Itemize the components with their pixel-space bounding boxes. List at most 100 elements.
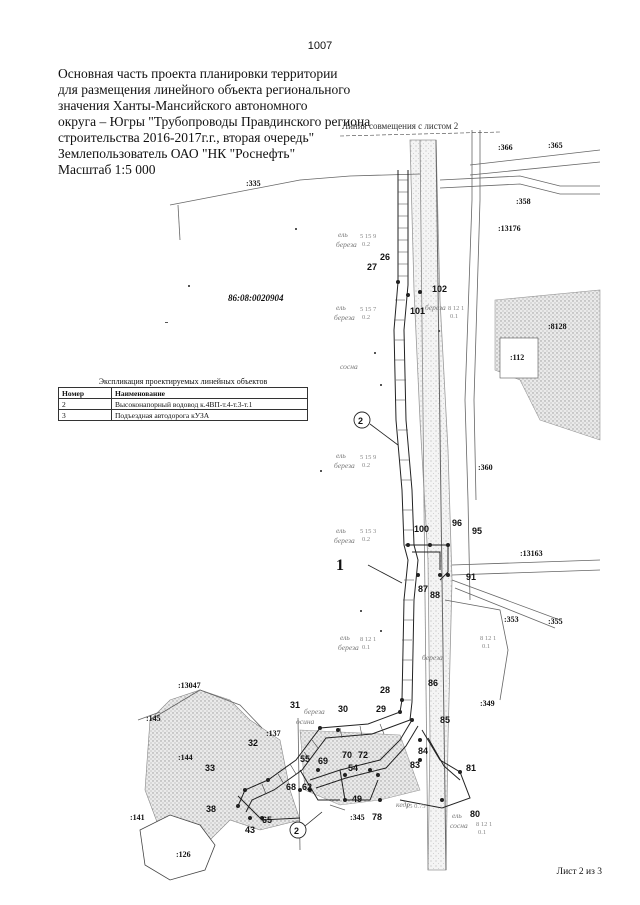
svg-text:0.2: 0.2 bbox=[362, 241, 370, 248]
page-number: 1007 bbox=[307, 40, 333, 52]
forest-label: ель bbox=[340, 633, 350, 642]
forest-label: береза bbox=[334, 461, 355, 470]
forest-label: береза bbox=[336, 240, 357, 249]
svg-text:0.1: 0.1 bbox=[450, 313, 458, 320]
forest-label: береза bbox=[334, 313, 355, 322]
pipeline-route bbox=[237, 170, 471, 821]
scatter-marks bbox=[165, 228, 440, 632]
route-number-label: 1 bbox=[336, 557, 344, 574]
parcel-label: :13176 bbox=[498, 224, 521, 233]
svg-text:0.2: 0.2 bbox=[362, 462, 370, 469]
forest-label: береза bbox=[338, 643, 359, 652]
svg-text:0.1: 0.1 bbox=[478, 829, 486, 836]
point-label: 95 bbox=[472, 526, 482, 536]
forest-label: ель bbox=[336, 526, 346, 535]
parcel-label: :144 bbox=[178, 753, 193, 762]
forest-label: ель bbox=[336, 303, 346, 312]
parcel-label: :137 bbox=[266, 729, 281, 738]
point-labels: 26 27 101 102 100 96 95 87 88 91 86 28 2… bbox=[205, 252, 482, 835]
sheet-label: Лист 2 из 3 bbox=[556, 867, 602, 877]
forest-label: ель bbox=[336, 451, 346, 460]
parcel-label: :365 bbox=[548, 141, 563, 150]
corridor-edge bbox=[419, 139, 429, 871]
point-label: 49 bbox=[352, 794, 362, 804]
legend-cell: Подъездная автодорога кУЗА bbox=[111, 409, 308, 421]
legend-table: Номер Наименование 2 Высоконапорный водо… bbox=[58, 387, 308, 421]
point-label: 30 bbox=[338, 704, 348, 714]
point-label: 101 bbox=[410, 306, 425, 316]
title-line: округа – Югры "Трубопроводы Правдинского… bbox=[58, 114, 371, 129]
forest-label: береза bbox=[334, 536, 355, 545]
point-label: 31 bbox=[290, 700, 300, 710]
forest-fractions: 5 15 90.2 5 15 70.2 5 15 90.2 5 15 30.2 … bbox=[360, 233, 496, 836]
match-line-label: Линия совмещения с листом 2 bbox=[342, 121, 458, 131]
title-line: для размещения линейного объекта региона… bbox=[58, 82, 351, 97]
svg-text:8 12 1: 8 12 1 bbox=[480, 635, 496, 642]
callouts: 2 2 1 bbox=[289, 411, 403, 839]
svg-text:15 0.75: 15 0.75 bbox=[406, 803, 426, 810]
forest-label: береза bbox=[425, 303, 446, 312]
point-label: 69 bbox=[318, 756, 328, 766]
parcel-label: :360 bbox=[478, 463, 493, 472]
forest-label: береза bbox=[422, 653, 443, 662]
parcel-label: :145 bbox=[146, 714, 161, 723]
point-label: 86 bbox=[428, 678, 438, 688]
forest-label: осина bbox=[296, 717, 315, 726]
point-label: 38 bbox=[206, 804, 216, 814]
point-label: 68 bbox=[286, 782, 296, 792]
parcel-label: :366 bbox=[498, 143, 513, 152]
point-label: 29 bbox=[376, 704, 386, 714]
point-label: 96 bbox=[452, 518, 462, 528]
pipeline-hatch bbox=[261, 179, 414, 795]
svg-text:8 12 1: 8 12 1 bbox=[360, 636, 376, 643]
parcel-label: :355 bbox=[548, 617, 563, 626]
title-line: Основная часть проекта планировки террит… bbox=[58, 66, 338, 81]
terrain-area bbox=[139, 814, 216, 881]
svg-text:0.2: 0.2 bbox=[362, 314, 370, 321]
parcel-label: :349 bbox=[480, 699, 495, 708]
parcel-labels: :366 :365 :358 :13176 :335 :8128 :112 :3… bbox=[130, 141, 567, 859]
callout-label: 2 bbox=[358, 416, 363, 426]
svg-text:5 15 7: 5 15 7 bbox=[360, 306, 377, 313]
forest-label: ель bbox=[452, 811, 462, 820]
point-label: 65 bbox=[262, 815, 272, 825]
parcel-label: :13163 bbox=[520, 549, 543, 558]
parcel-label: :13047 bbox=[178, 681, 201, 690]
parcel-label: :335 bbox=[246, 179, 261, 188]
svg-text:0.1: 0.1 bbox=[362, 644, 370, 651]
point-label: 102 bbox=[432, 284, 447, 294]
corridor-edge bbox=[435, 139, 447, 871]
callout-circle bbox=[353, 411, 371, 429]
svg-text:5 15 9: 5 15 9 bbox=[360, 233, 376, 240]
point-label: 54 bbox=[348, 763, 358, 773]
parcel-112-box bbox=[499, 337, 539, 379]
parcel-label: :345 bbox=[350, 813, 365, 822]
title-line: Масштаб 1:5 000 bbox=[58, 162, 156, 177]
point-label: 27 bbox=[367, 262, 377, 272]
svg-text:0.1: 0.1 bbox=[482, 643, 490, 650]
point-label: 84 bbox=[418, 746, 428, 756]
forest-label: сосна bbox=[450, 821, 468, 830]
point-label: 78 bbox=[372, 812, 382, 822]
title-block: Основная часть проекта планировки террит… bbox=[58, 66, 378, 178]
point-label: 32 bbox=[248, 738, 258, 748]
svg-text:0.2: 0.2 bbox=[362, 536, 370, 543]
point-label: 70 bbox=[342, 750, 352, 760]
title-line: строительства 2016-2017г.г., вторая очер… bbox=[58, 130, 315, 145]
point-label: 33 bbox=[205, 763, 215, 773]
point-label: 87 bbox=[418, 584, 428, 594]
point-label: 91 bbox=[466, 572, 476, 582]
point-label: 62 bbox=[302, 782, 312, 792]
parcel-label: :141 bbox=[130, 813, 145, 822]
point-label: 26 bbox=[380, 252, 390, 262]
parcel-label: :358 bbox=[516, 197, 531, 206]
parcel-label: :112 bbox=[510, 353, 524, 362]
title-line: Землепользователь ОАО "НК "Роснефть" bbox=[58, 146, 296, 161]
survey-points bbox=[236, 280, 462, 820]
point-label: 55 bbox=[300, 754, 310, 764]
point-label: 83 bbox=[410, 760, 420, 770]
callout-label: 2 bbox=[294, 826, 299, 836]
svg-text:8 12 1: 8 12 1 bbox=[448, 305, 464, 312]
cadastral-quarter-label: 86:08:0020904 bbox=[228, 293, 284, 303]
